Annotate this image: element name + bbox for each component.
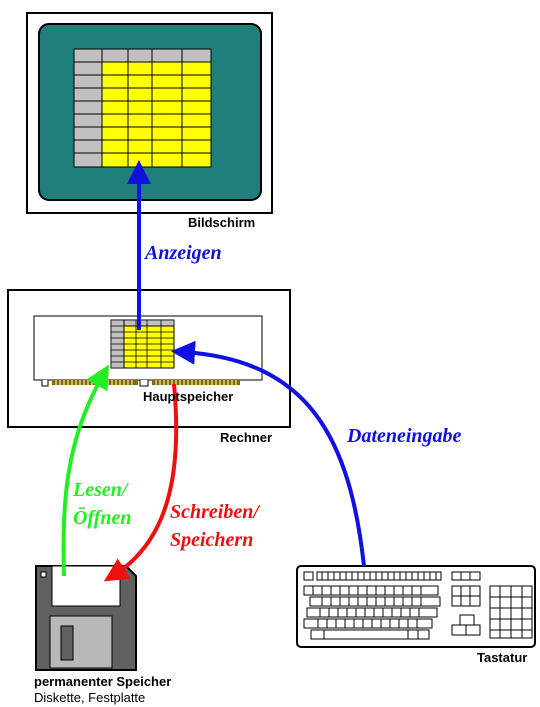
memory-spreadsheet (110, 319, 175, 369)
display-arrow-label: Anzeigen (145, 242, 222, 264)
floppy-disk-icon (35, 565, 137, 671)
keyboard-label: Tastatur (477, 650, 528, 665)
memory-label: Hauptspeicher (143, 389, 234, 404)
write-arrow-label-line2: Speichern (170, 529, 254, 551)
read-arrow-label-line2: Öffnen (73, 507, 132, 529)
write-arrow (103, 383, 179, 582)
computer-label: Rechner (220, 430, 273, 445)
spreadsheet-screen (73, 48, 212, 168)
input-arrow-label: Dateneingabe (347, 425, 462, 447)
write-arrow-label-line1: Schreiben/ (170, 501, 259, 523)
storage-subtitle: Diskette, Festplatte (34, 690, 146, 705)
monitor (26, 12, 273, 214)
read-arrow-label-line1: Lesen/ (73, 479, 128, 501)
computer (7, 289, 291, 428)
keyboard (296, 565, 536, 648)
monitor-label: Bildschirm (188, 215, 256, 230)
input-arrow (171, 340, 366, 567)
storage-title: permanenter Speicher (34, 674, 172, 689)
read-arrow (61, 364, 109, 577)
